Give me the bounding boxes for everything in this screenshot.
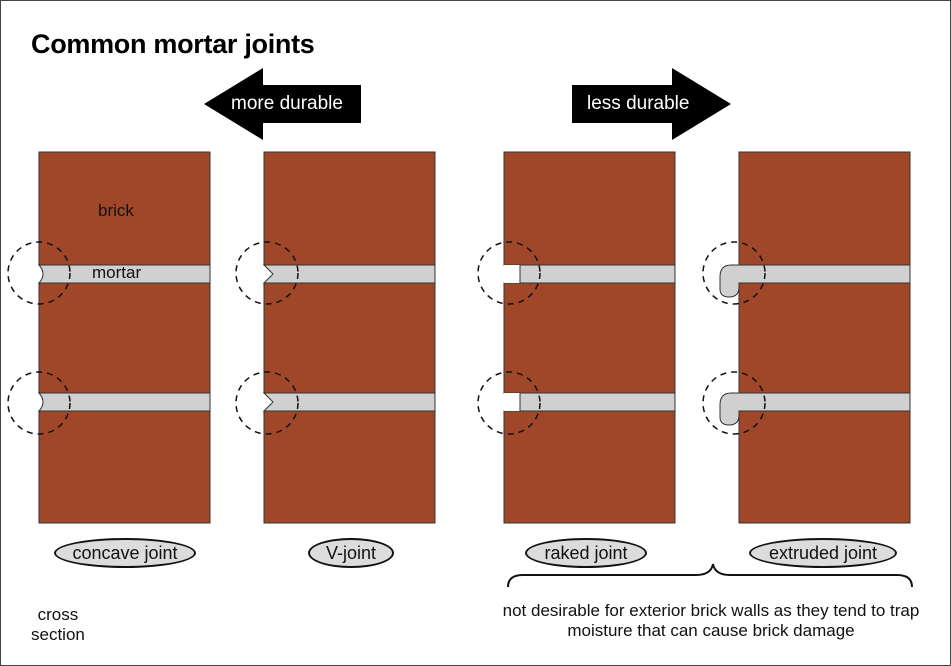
more-durable-label: more durable bbox=[231, 93, 343, 114]
cross-section-line2: section bbox=[31, 625, 85, 644]
v-joint-wall bbox=[235, 151, 436, 524]
joint-label-v: V-joint bbox=[308, 538, 394, 568]
raked-joint-wall bbox=[477, 151, 676, 524]
joint-label-raked: raked joint bbox=[525, 538, 647, 568]
less-durable-label: less durable bbox=[587, 93, 690, 114]
mortar-label: mortar bbox=[92, 263, 142, 282]
extruded-joint-wall bbox=[702, 151, 911, 524]
exterior-wall-note: not desirable for exterior brick walls a… bbox=[502, 601, 920, 640]
less-durable-arrow bbox=[572, 68, 731, 140]
joint-label-extruded: extruded joint bbox=[749, 538, 897, 568]
diagram-title: Common mortar joints bbox=[31, 29, 315, 59]
grouping-brace bbox=[507, 563, 913, 588]
more-durable-arrow bbox=[204, 68, 361, 140]
joint-label-concave: concave joint bbox=[54, 538, 196, 568]
brick-label: brick bbox=[98, 201, 134, 220]
cross-section-caption: cross section bbox=[31, 605, 85, 645]
concave-joint-wall bbox=[7, 151, 211, 524]
cross-section-line1: cross bbox=[37, 605, 79, 624]
